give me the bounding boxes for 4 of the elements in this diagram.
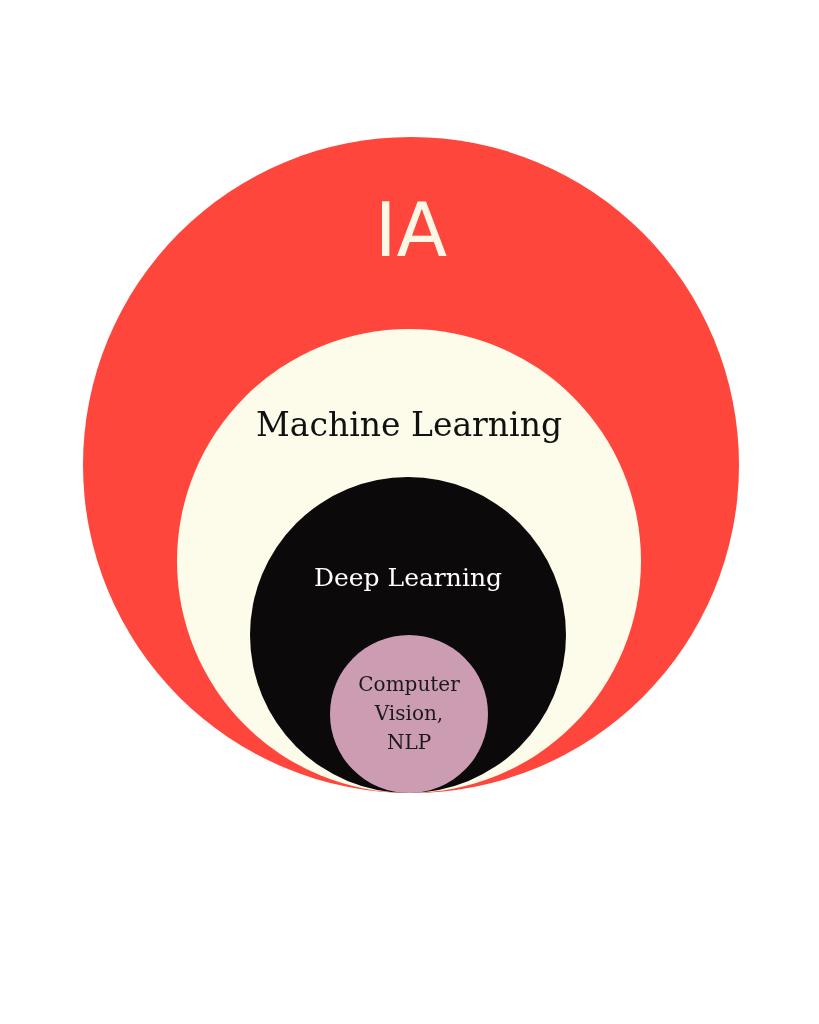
circle-label: Computer Vision, NLP [357,671,461,756]
circle-label: Machine Learning [254,405,564,445]
title-label: IA [373,190,449,272]
circle-label: Deep Learning [312,563,503,593]
